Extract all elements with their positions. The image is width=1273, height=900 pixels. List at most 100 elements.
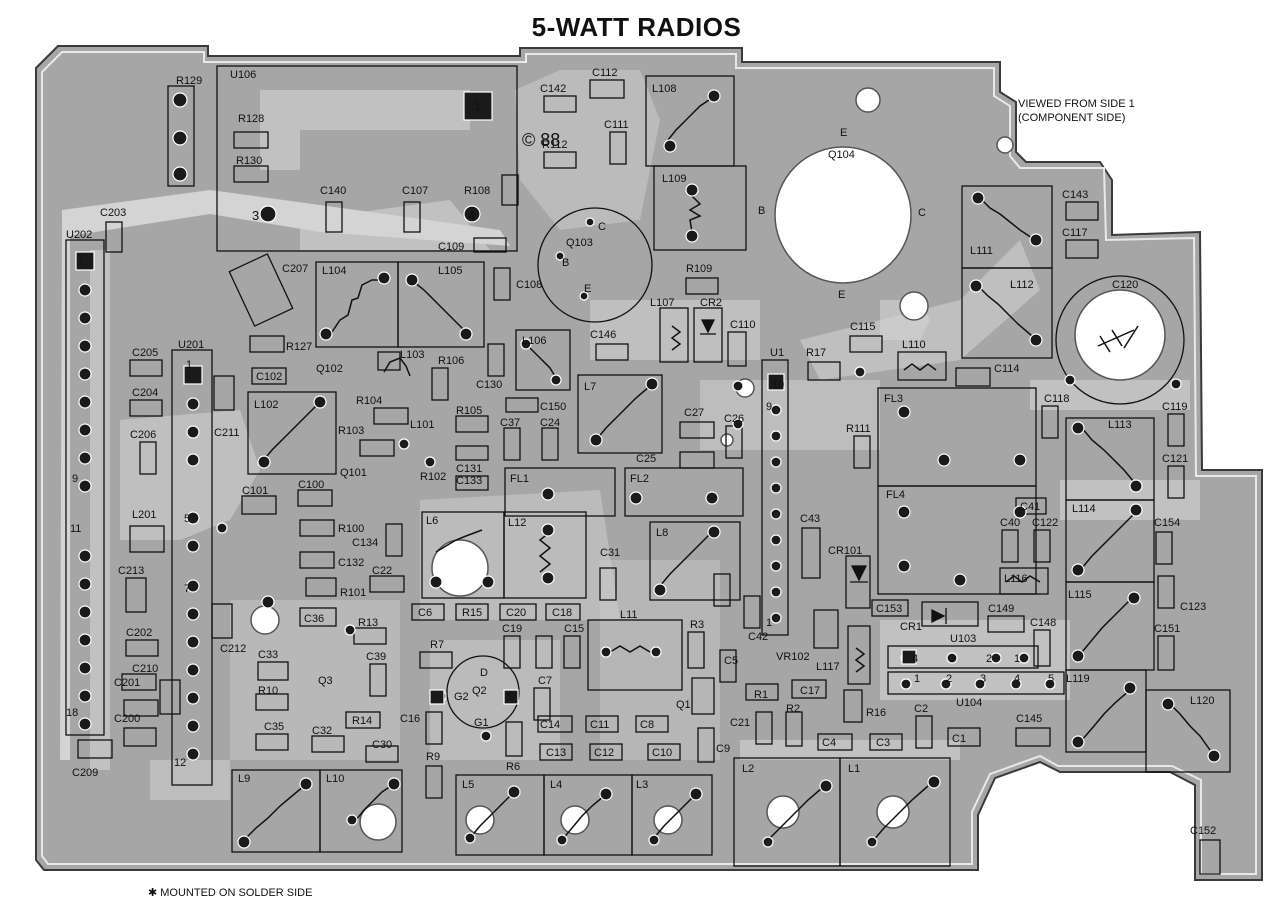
label-l107: L107 [650, 297, 674, 309]
label-c25: C25 [636, 453, 656, 465]
label-c205: C205 [132, 347, 158, 359]
square-pads [75, 91, 917, 705]
label-cr101: CR101 [828, 545, 862, 557]
label-l106: L106 [522, 335, 546, 347]
label-r15: R15 [462, 607, 482, 619]
label-c16: C16 [400, 713, 420, 725]
label-l101: L101 [410, 419, 434, 431]
label-c201: C201 [114, 677, 140, 689]
label-l201: L201 [132, 509, 156, 521]
label-c1: C1 [952, 733, 966, 745]
label-r7: R7 [430, 639, 444, 651]
label-r101: R101 [340, 587, 366, 599]
label-r127: R127 [286, 341, 312, 353]
label-cr2: CR2 [700, 297, 722, 309]
hole [720, 433, 734, 447]
label-c153: C153 [876, 603, 902, 615]
label-c203: C203 [100, 207, 126, 219]
label-l117: L117 [816, 661, 840, 673]
label-u103-pin2: 2 [986, 653, 992, 665]
l7-outline [577, 374, 663, 454]
label-u202-pin11: 11 [70, 523, 81, 535]
label-r100: R100 [338, 523, 364, 535]
page-title: 5-WATT RADIOS [531, 12, 742, 42]
label-q2: Q2 [472, 685, 487, 697]
label-u104-pin4: 4 [1014, 673, 1020, 685]
label-r1: R1 [754, 689, 768, 701]
label-u201: U201 [178, 339, 204, 351]
l116-outline [999, 567, 1049, 595]
label-c209: C209 [72, 767, 98, 779]
label-l5: L5 [462, 779, 474, 791]
label-c5: C5 [724, 655, 738, 667]
label-q104-e-bottom: E [838, 289, 845, 301]
cr2-outline [693, 307, 723, 363]
label-r102: R102 [420, 471, 446, 483]
l105-outline [397, 261, 485, 348]
label-l112: L112 [1010, 279, 1034, 291]
label-vr102: VR102 [776, 651, 810, 663]
label-u1-pin10: 10 [772, 379, 784, 391]
l3-outline [631, 774, 713, 856]
label-u104-pin1: 1 [914, 673, 920, 685]
label-u106: U106 [230, 69, 256, 81]
component-outlines [65, 65, 1231, 867]
fl4-outline [877, 485, 1037, 595]
label-l111: L111 [970, 245, 993, 257]
label-q2-g1: G1 [474, 717, 489, 729]
l8-outline [649, 521, 741, 601]
label-c4: C4 [822, 737, 836, 749]
label-c108: C108 [516, 279, 542, 291]
label-c142: C142 [540, 83, 566, 95]
u104-outline [887, 671, 1065, 695]
hole [560, 805, 590, 835]
label-c3: C3 [876, 737, 890, 749]
label-c19: C19 [502, 623, 522, 635]
c120-outline [1055, 275, 1185, 405]
label-u104-pin3: 3 [980, 673, 986, 685]
label-u201-pin1: 1 [186, 359, 192, 371]
hole [855, 87, 881, 113]
label-c39: C39 [366, 651, 386, 663]
label-fl1: FL1 [510, 473, 529, 485]
view-note: VIEWED FROM SIDE 1 (COMPONENT SIDE) [1018, 97, 1135, 125]
label-l8: L8 [656, 527, 668, 539]
label-u202: U202 [66, 229, 92, 241]
label-c206: C206 [130, 429, 156, 441]
label-c18: C18 [552, 607, 572, 619]
label-q104: Q104 [828, 149, 855, 161]
label-u103: U103 [950, 633, 976, 645]
label-r129: R129 [176, 75, 202, 87]
label-r9: R9 [426, 751, 440, 763]
label-c9: C9 [716, 743, 730, 755]
label-u201-pin7: 7 [184, 583, 190, 595]
label-r106: R106 [438, 355, 464, 367]
label-r112: R112 [542, 139, 567, 151]
c120-symbol [1097, 325, 1139, 353]
label-l120: L120 [1190, 695, 1214, 707]
label-c143: C143 [1062, 189, 1088, 201]
label-c22: C22 [372, 565, 392, 577]
label-l108: L108 [652, 83, 676, 95]
label-l102: L102 [254, 399, 278, 411]
label-u104-pin2: 2 [946, 673, 952, 685]
label-r2: R2 [786, 703, 800, 715]
label-c117: C117 [1062, 227, 1087, 239]
label-c26: C26 [724, 413, 744, 425]
hole [996, 136, 1014, 154]
label-l7: L7 [584, 381, 596, 393]
label-c110: C110 [730, 319, 755, 331]
l117-outline [847, 625, 871, 685]
hole [359, 803, 397, 841]
label-c123: C123 [1180, 601, 1206, 613]
label-q3: Q3 [318, 675, 333, 687]
label-q104-b: B [758, 205, 765, 217]
l10-outline [319, 769, 403, 853]
label-u106-pin1: 1 [474, 99, 481, 113]
label-c119: C119 [1162, 401, 1187, 413]
label-c14: C14 [540, 719, 560, 731]
label-c212: C212 [220, 643, 246, 655]
label-fl2: FL2 [630, 473, 649, 485]
label-l105: L105 [438, 265, 462, 277]
